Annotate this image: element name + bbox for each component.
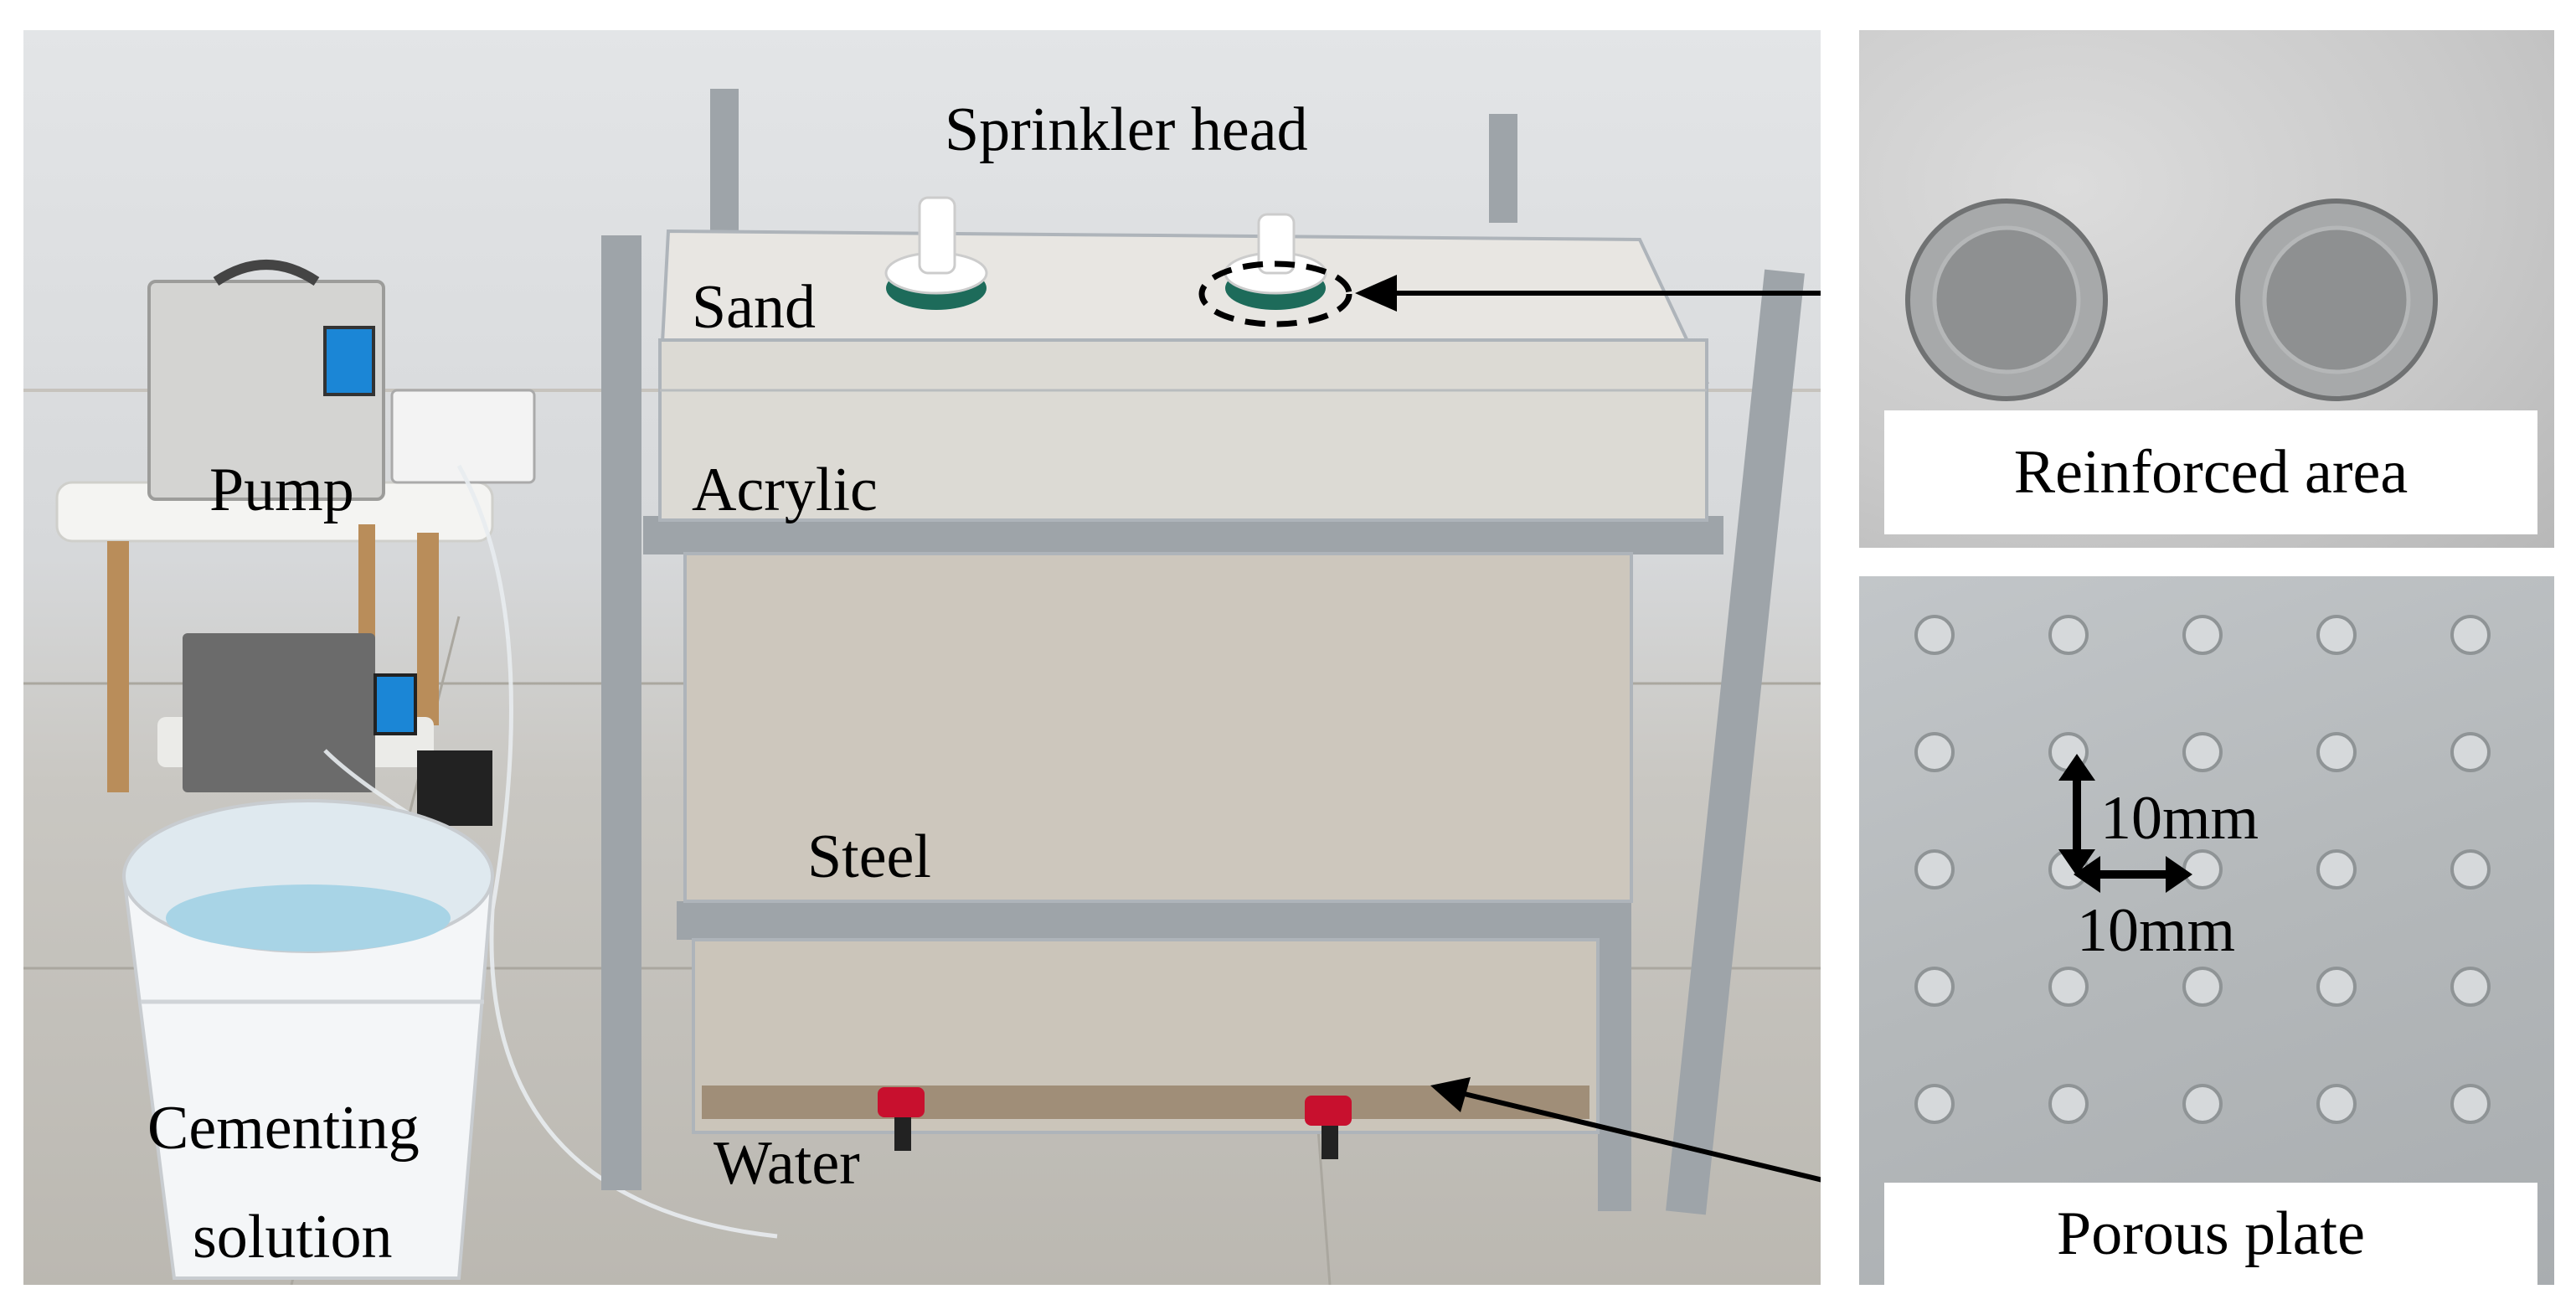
porous-hole [2316,1084,2357,1124]
porous-hole [1914,967,1955,1007]
porous-hole [2182,967,2223,1007]
porous-hole [2048,967,2089,1007]
water-label: Water [714,1129,860,1198]
porous-hole [2316,732,2357,772]
porous-hole [2182,732,2223,772]
sprinkler-head-label: Sprinkler head [945,95,1308,164]
cementing-pump-device [183,633,492,826]
porous-hole [1914,732,1955,772]
experiment-setup-photo [23,30,1821,1285]
porous-hole [2048,1084,2089,1124]
sprinkler-heads [884,196,1327,310]
reinforced-area-caption-text: Reinforced area [2013,437,2409,507]
steel-label: Steel [807,823,931,891]
bucket [121,799,495,1280]
steel-box [683,552,1633,1134]
horizontal-spacing-label: 10mm [2077,896,2236,965]
sand-label: Sand [692,273,816,342]
acrylic-box [657,229,1710,522]
porous-hole [2316,849,2357,890]
porous-hole [2450,849,2491,890]
pump-label: Pump [209,456,354,524]
cementing-label: Cementing [147,1094,420,1163]
solution-label: solution [193,1203,393,1271]
acrylic-label: Acrylic [692,456,878,524]
porous-hole-grid [1914,615,2491,1241]
water-valves [878,1087,1352,1159]
porous-hole [2450,1084,2491,1124]
reinforced-area-caption: Reinforced area [1884,410,2537,534]
porous-hole [1914,1084,1955,1124]
reinforced-zone-marker [1198,260,1352,327]
porous-hole [2182,1084,2223,1124]
porous-hole [2450,967,2491,1007]
porous-plate-caption-text: Porous plate [2057,1199,2365,1268]
porous-plate-caption: Porous plate [1884,1183,2537,1285]
porous-hole [2316,615,2357,655]
vertical-spacing-label: 10mm [2100,784,2259,853]
reinforced-illustration [1905,199,2438,401]
porous-hole [2450,615,2491,655]
spacing-arrows [2058,754,2192,893]
setup-illustration [23,89,1821,1285]
porous-hole [2048,615,2089,655]
porous-hole [1914,849,1955,890]
pump-device [147,260,536,501]
pointer-arrows [1355,275,1821,1183]
porous-hole [2182,615,2223,655]
porous-plate-photo [1859,576,2554,1285]
porous-hole [1914,615,1955,655]
porous-hole [2450,732,2491,772]
porous-hole [2316,967,2357,1007]
